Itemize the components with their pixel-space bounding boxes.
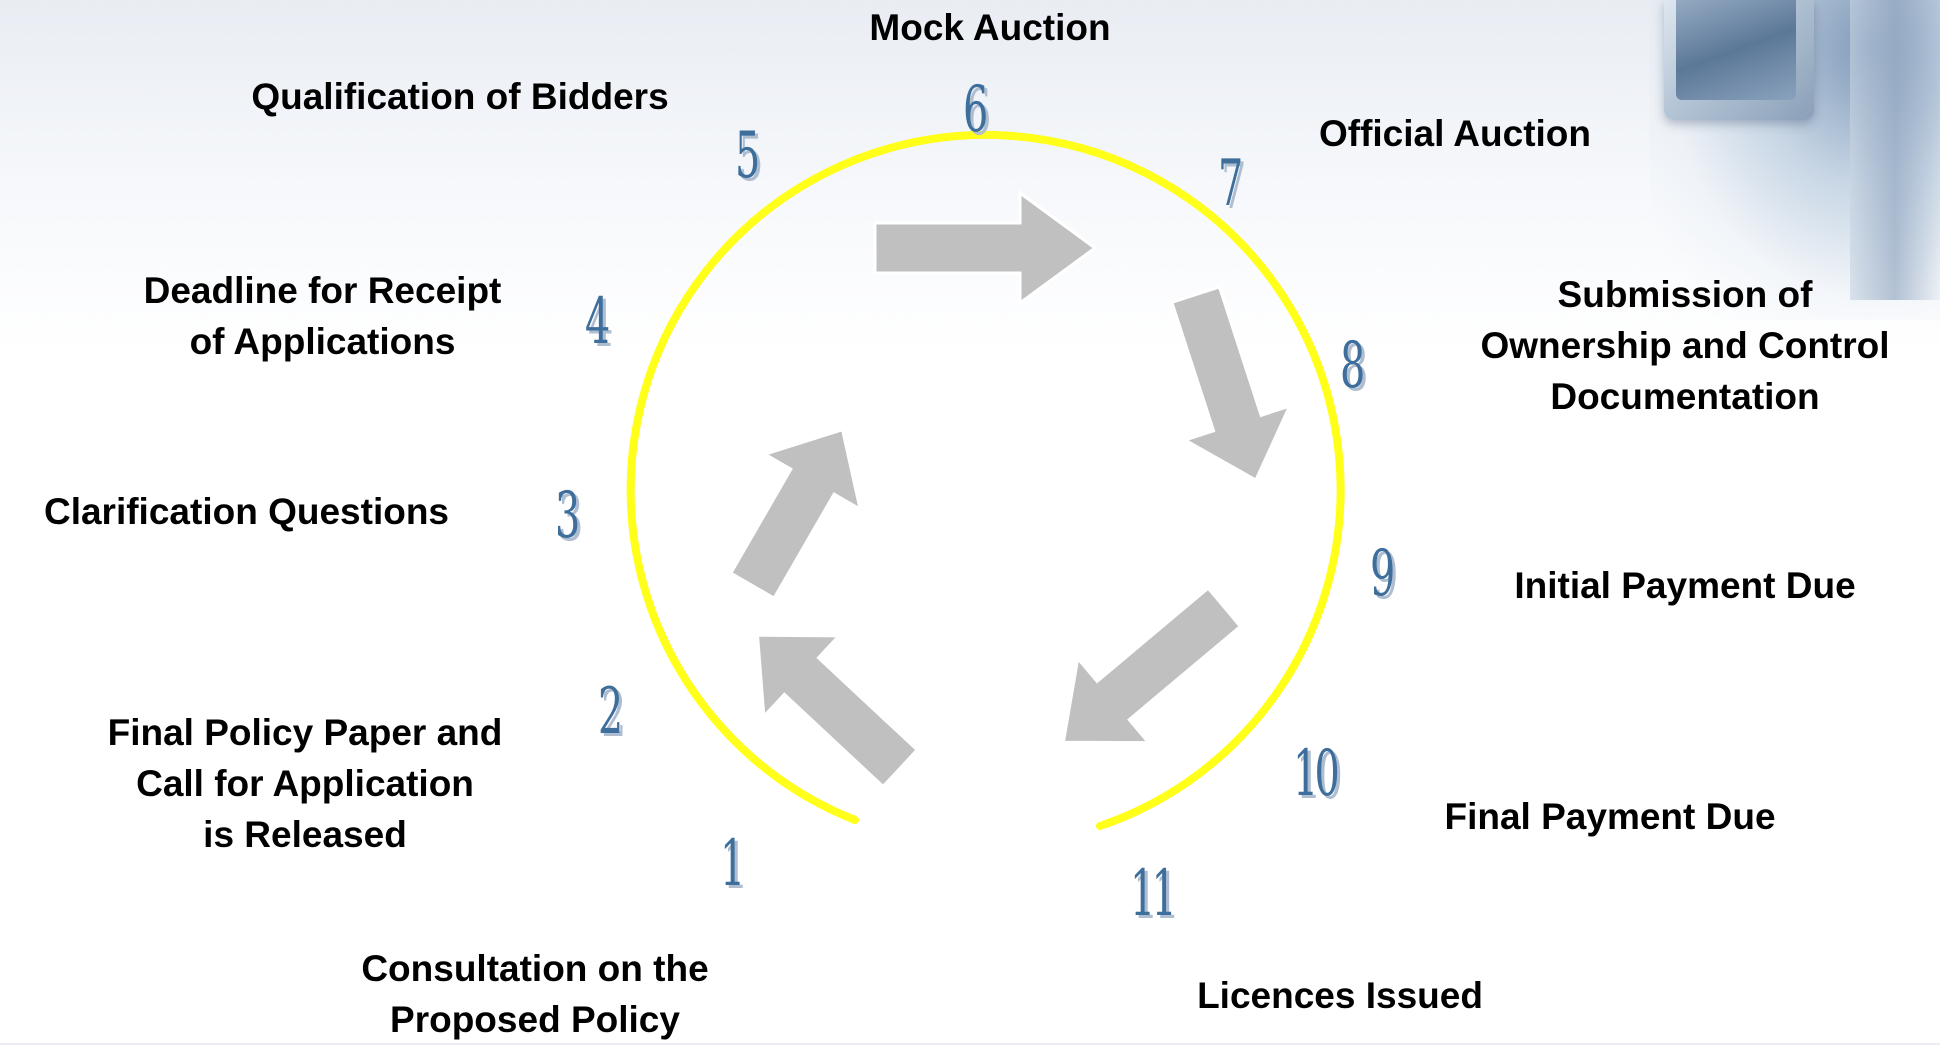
decorative-stand	[1850, 0, 1940, 300]
step-label-3: Clarification Questions	[43, 491, 449, 532]
arrow-5	[755, 633, 920, 789]
step-label-9: Initial Payment Due	[1514, 565, 1856, 606]
step-label-8: Submission of Ownership and Control Docu…	[1480, 274, 1890, 417]
cycle-ring	[626, 130, 1345, 830]
arrow-3	[1169, 285, 1293, 483]
step-number-2: 2	[598, 675, 623, 749]
step-label-10: Final Payment Due	[1444, 796, 1776, 837]
step-number-10: 10	[1293, 737, 1340, 811]
step-number-4: 4	[585, 285, 610, 359]
step-number-7: 7	[1218, 147, 1243, 221]
decorative-corner-photo	[1650, 0, 1940, 320]
arrow-4	[1061, 586, 1243, 745]
step-label-1: Consultation on the Proposed Policy	[361, 948, 709, 1040]
arrow-1	[728, 427, 863, 601]
step-label-2: Final Policy Paper and Call for Applicat…	[107, 712, 503, 855]
step-number-6: 6	[963, 73, 988, 147]
step-number-8: 8	[1340, 329, 1365, 403]
step-label-7: Official Auction	[1318, 113, 1592, 154]
step-label-5: Qualification of Bidders	[251, 76, 669, 117]
step-number-3: 3	[555, 479, 580, 553]
step-label-6: Mock Auction	[869, 7, 1111, 48]
decorative-frame	[1664, 0, 1814, 120]
step-label-11: Licences Issued	[1197, 975, 1483, 1016]
step-number-11: 11	[1130, 857, 1177, 931]
step-number-5: 5	[735, 119, 760, 193]
step-label-4: Deadline for Receipt of Applications	[143, 270, 502, 362]
step-number-9: 9	[1370, 537, 1395, 611]
step-number-1: 1	[720, 827, 745, 901]
arrow-2	[873, 190, 1098, 306]
